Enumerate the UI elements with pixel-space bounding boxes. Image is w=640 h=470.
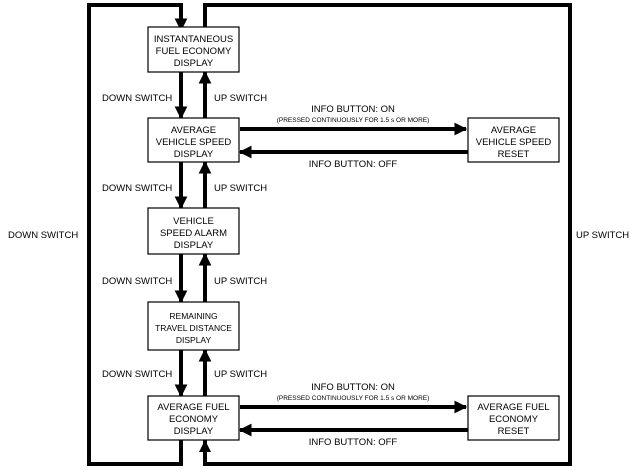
up-switch-label-1: UP SWITCH <box>214 93 267 104</box>
outer-down-switch-label: DOWN SWITCH <box>8 230 78 241</box>
up-switch-label-3: UP SWITCH <box>214 276 267 287</box>
state-box-instantaneous-fuel-economy: INSTANTANEOUS FUEL ECONOMY DISPLAY <box>147 26 240 73</box>
state-line: DISPLAY <box>174 149 214 160</box>
down-switch-label-3: DOWN SWITCH <box>102 276 172 287</box>
up-switch-label-4: UP SWITCH <box>214 369 267 380</box>
reset-line: VEHICLE SPEED <box>476 137 552 148</box>
info-on-note-fuel: (PRESSED CONTINUOUSLY FOR 1.5 s OR MORE) <box>277 395 430 402</box>
state-line: DISPLAY <box>174 426 214 437</box>
info-off-label-fuel: INFO BUTTON: OFF <box>309 437 398 448</box>
state-box-remaining-travel-distance: REMAINING TRAVEL DISTANCE DISPLAY <box>147 301 240 351</box>
state-line: SPEED ALARM <box>160 228 227 239</box>
state-line: VEHICLE SPEED <box>156 137 232 148</box>
down-switch-label-1: DOWN SWITCH <box>102 93 172 104</box>
info-on-label-fuel: INFO BUTTON: ON <box>311 382 395 393</box>
outer-down-loop-wire <box>87 3 188 466</box>
state-line: DISPLAY <box>176 335 212 345</box>
down-switch-label-4: DOWN SWITCH <box>102 369 172 380</box>
state-line: DISPLAY <box>174 240 214 251</box>
reset-line: RESET <box>498 149 530 160</box>
down-switch-label-2: DOWN SWITCH <box>102 183 172 194</box>
state-line: VEHICLE <box>173 216 214 227</box>
outer-up-loop-arrowhead <box>199 440 211 452</box>
up-switch-label-2: UP SWITCH <box>214 183 267 194</box>
reset-box-average-fuel-economy: AVERAGE FUEL ECONOMY RESET <box>467 395 560 441</box>
state-line: INSTANTANEOUS <box>154 34 233 45</box>
info-on-label-speed: INFO BUTTON: ON <box>311 104 395 115</box>
state-box-average-vehicle-speed: AVERAGE VEHICLE SPEED DISPLAY <box>147 117 240 163</box>
state-line: AVERAGE <box>171 125 216 136</box>
reset-line: ECONOMY <box>489 414 539 425</box>
reset-line: AVERAGE <box>491 125 536 136</box>
state-box-average-fuel-economy: AVERAGE FUEL ECONOMY DISPLAY <box>147 395 240 441</box>
outer-up-loop-wire <box>203 3 572 466</box>
state-box-vehicle-speed-alarm: VEHICLE SPEED ALARM DISPLAY <box>147 207 240 255</box>
state-line: FUEL ECONOMY <box>156 46 232 57</box>
info-off-label-speed: INFO BUTTON: OFF <box>309 159 398 170</box>
state-line: DISPLAY <box>174 58 214 69</box>
reset-line: RESET <box>498 426 530 437</box>
reset-line: AVERAGE FUEL <box>477 402 549 413</box>
outer-up-switch-label: UP SWITCH <box>576 230 629 241</box>
info-on-note-speed: (PRESSED CONTINUOUSLY FOR 1.5 s OR MORE) <box>277 117 430 124</box>
state-line: TRAVEL DISTANCE <box>155 323 232 333</box>
state-line: AVERAGE FUEL <box>157 402 229 413</box>
state-line: ECONOMY <box>169 414 219 425</box>
state-line: REMAINING <box>169 311 217 321</box>
reset-box-average-vehicle-speed: AVERAGE VEHICLE SPEED RESET <box>467 117 560 163</box>
